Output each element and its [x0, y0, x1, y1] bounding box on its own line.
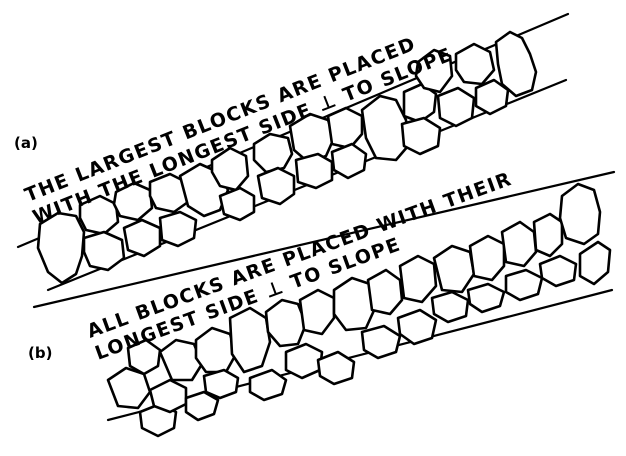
stone: [534, 214, 562, 256]
stone: [398, 310, 436, 344]
stone: [368, 270, 402, 314]
stone: [456, 44, 494, 84]
stone: [220, 188, 254, 220]
panel-a-label: (a): [14, 134, 38, 152]
stone: [230, 308, 270, 372]
stone: [432, 292, 468, 322]
stone: [332, 144, 366, 178]
stone: [296, 154, 332, 188]
stone: [402, 118, 440, 154]
stone: [286, 344, 322, 378]
stone: [300, 290, 334, 334]
stone: [502, 222, 536, 266]
stone: [438, 88, 474, 126]
stone: [506, 270, 542, 300]
stone: [150, 380, 186, 412]
stone: [362, 326, 400, 358]
stone: [580, 242, 610, 284]
stone: [204, 370, 238, 398]
stone: [258, 168, 294, 204]
stone: [560, 184, 600, 244]
stone: [124, 220, 160, 256]
stone: [318, 352, 354, 384]
panel-b-label: (b): [28, 344, 52, 362]
stone: [328, 108, 362, 148]
stone: [84, 232, 124, 270]
stone: [470, 236, 504, 280]
stone: [468, 284, 504, 312]
stone: [540, 256, 576, 286]
stone: [400, 256, 436, 302]
stone: [434, 246, 474, 292]
stone: [160, 212, 196, 246]
